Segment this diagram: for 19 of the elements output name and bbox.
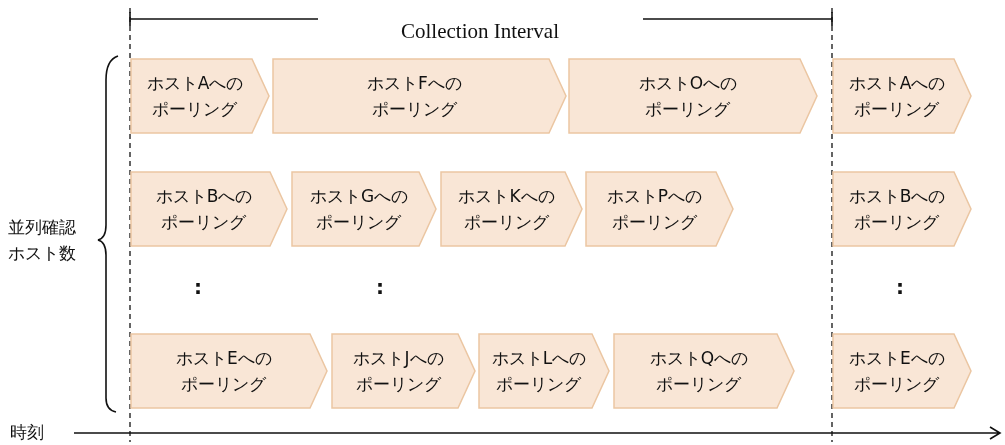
ellipsis-mark: :	[896, 275, 904, 299]
axis-label: 並列確認ホスト数	[8, 216, 77, 265]
ellipsis-mark: :	[376, 275, 384, 299]
polling-step: ホストJへのポーリング	[331, 333, 476, 409]
axis-label: 時刻	[10, 423, 44, 443]
polling-step: ホストQへのポーリング	[613, 333, 795, 409]
polling-step: ホストPへのポーリング	[585, 171, 734, 247]
polling-step: ホストGへのポーリング	[291, 171, 437, 247]
ellipsis-mark: :	[194, 275, 202, 299]
polling-step: ホストKへのポーリング	[440, 171, 583, 247]
polling-step: ホストEへのポーリング	[832, 333, 972, 409]
polling-step: ホストAへのポーリング	[832, 58, 972, 134]
polling-step: ホストEへのポーリング	[130, 333, 328, 409]
polling-step: ホストBへのポーリング	[130, 171, 288, 247]
polling-step: ホストBへのポーリング	[832, 171, 972, 247]
polling-step: ホストFへのポーリング	[272, 58, 567, 134]
polling-step: ホストOへのポーリング	[568, 58, 818, 134]
polling-step: ホストAへのポーリング	[130, 58, 270, 134]
polling-step: ホストLへのポーリング	[478, 333, 610, 409]
